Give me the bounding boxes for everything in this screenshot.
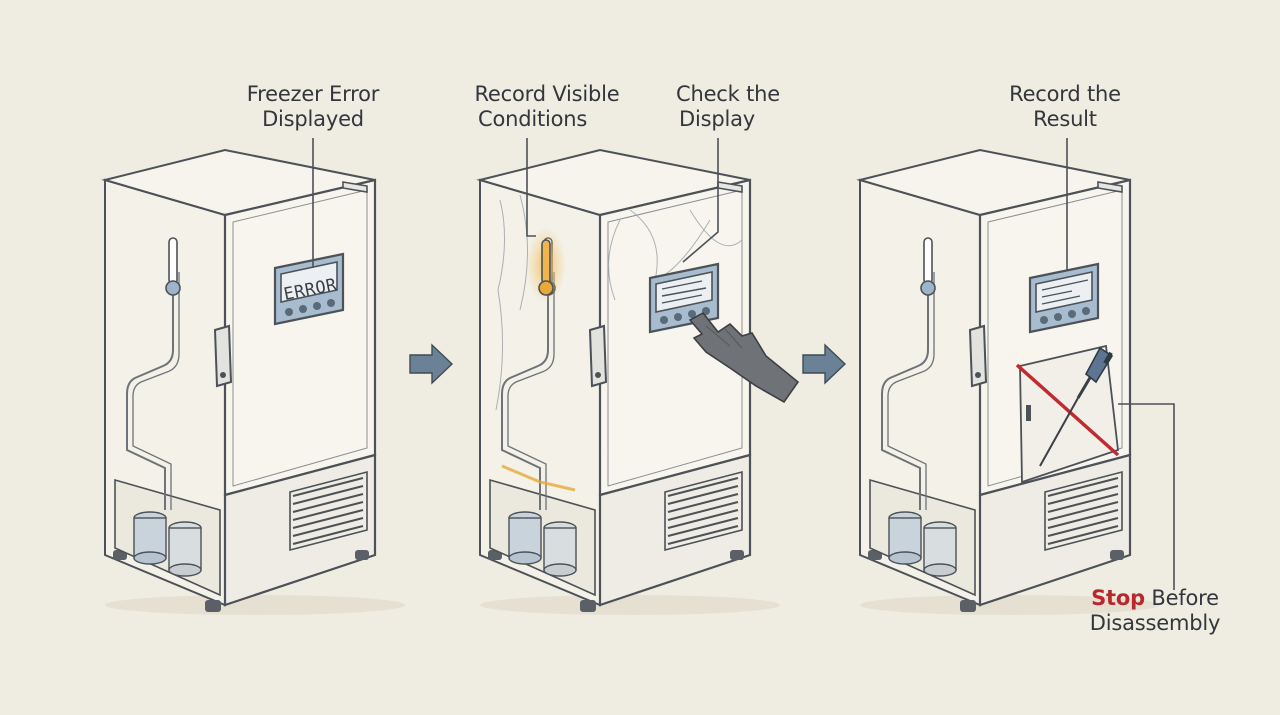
step-3-label-line2: Display [679,107,756,131]
step-1-label-line2: Displayed [262,107,364,131]
freezer-3 [858,148,1162,617]
step-2-label-line1: Record Visible [474,82,620,106]
step-3-label-line1: Check the [676,82,780,106]
warning-label: Stop Before Disassembly [1080,586,1230,636]
step-arrow-icon [409,343,454,385]
freezer-2 [478,148,800,617]
step-arrow-icon [802,343,847,385]
prohibited-cross-icon [1015,363,1120,457]
warning-emphasis: Stop [1091,586,1145,610]
step-2-label-line2: Conditions [478,107,588,131]
warning-line1: Stop Before [1080,586,1230,611]
screwdriver-icon [1039,346,1114,467]
error-display [273,252,345,326]
step-1-label-line1: Freezer Error [246,82,380,106]
step-3-label: Check the Display [663,82,793,132]
warning-line2: Disassembly [1089,611,1221,635]
step-1-label: Freezer Error Displayed [233,82,393,132]
step-4-label: Record the Result [1000,82,1130,132]
warning-line1-rest: Before [1144,586,1219,610]
freezer-display [1028,262,1100,334]
step-4-label-line1: Record the [1009,82,1121,106]
step-2-label: Record Visible Conditions [462,82,632,132]
gloved-hand-icon [688,311,800,404]
freezer-1 [103,148,407,617]
step-4-label-line2: Result [1033,107,1097,131]
